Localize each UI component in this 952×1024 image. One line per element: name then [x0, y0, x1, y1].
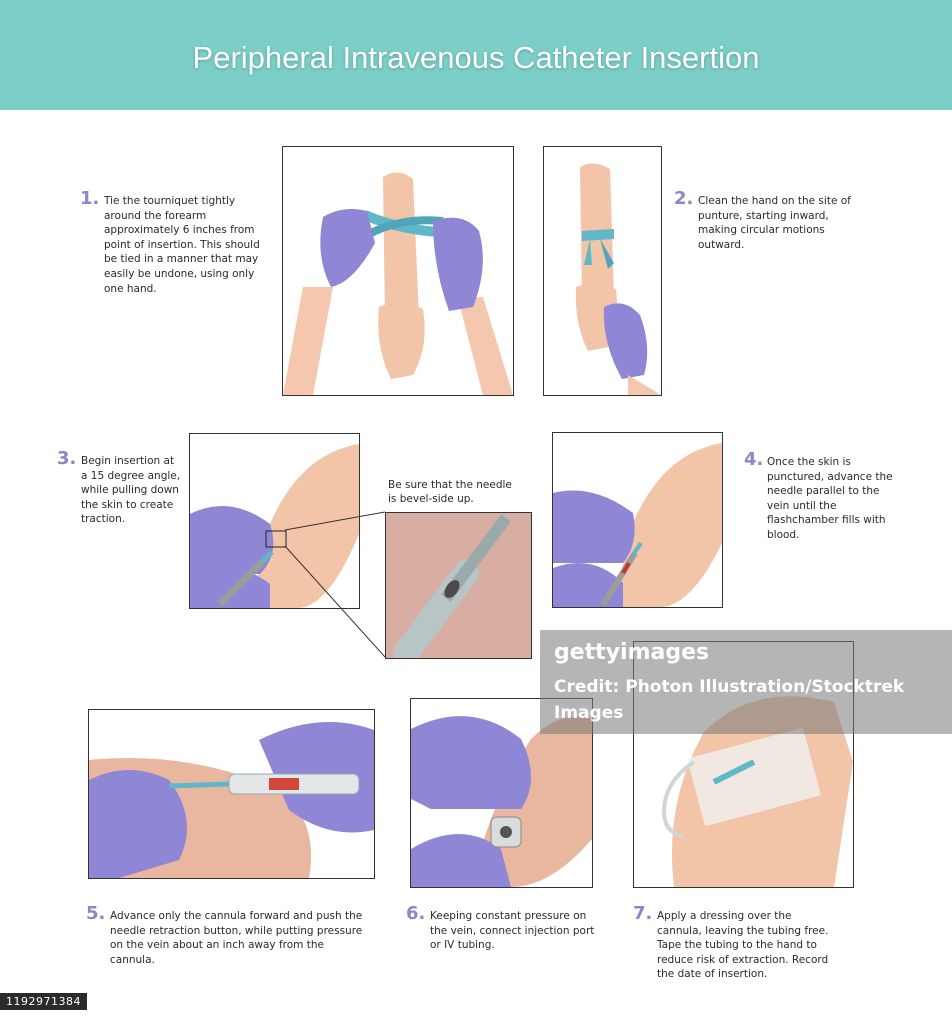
step-7-text: Apply a dressing over the cannula, leavi…	[657, 910, 829, 981]
step-3-number: 3.	[57, 448, 77, 469]
illustration-step-5	[88, 709, 375, 879]
cannula-advance-drawing	[89, 722, 374, 878]
step-5-number: 5.	[86, 903, 106, 924]
illustration-step-4	[552, 432, 723, 608]
dressing-hand-drawing	[661, 696, 853, 887]
advance-needle-drawing	[553, 443, 722, 607]
step-1-number: 1.	[80, 188, 100, 209]
step-6-text: Keeping constant pressure on the vein, c…	[430, 910, 595, 952]
bevel-note: Be sure that the needle is bevel-side up…	[388, 479, 512, 505]
step-4-text: Once the skin is punctured, advance the …	[767, 456, 893, 541]
page-title: Peripheral Intravenous Catheter Insertio…	[192, 40, 760, 75]
step-1-text: Tie the tourniquet tightly around the fo…	[104, 195, 260, 295]
watermark: gettyimages Credit: Photon Illustration/…	[540, 630, 952, 734]
step-2-text: Clean the hand on the site of punture, s…	[698, 195, 851, 251]
step-6-number: 6.	[406, 903, 426, 924]
connect-port-drawing	[411, 716, 592, 887]
bevel-closeup	[385, 512, 532, 659]
watermark-logo: gettyimages	[554, 640, 710, 665]
illustration-step-1	[282, 146, 514, 396]
illustration-step-2	[543, 146, 662, 396]
watermark-credit: Credit: Photon Illustration/Stocktrek Im…	[554, 677, 905, 723]
insertion-angle-drawing	[190, 444, 359, 608]
step-5-text: Advance only the cannula forward and pus…	[110, 910, 363, 966]
step-4-number: 4.	[744, 449, 764, 470]
bevel-needle-drawing	[386, 513, 531, 658]
step-3-text: Begin insertion at a 15 degree angle, wh…	[81, 455, 181, 526]
tourniquet-arms-drawing	[283, 172, 513, 395]
illustration-step-3	[189, 433, 360, 609]
cleaning-hand-drawing	[575, 163, 661, 395]
step-2-number: 2.	[674, 188, 694, 209]
title-banner	[0, 0, 952, 110]
image-id: 1192971384	[0, 993, 87, 1010]
step-7-number: 7.	[633, 903, 653, 924]
